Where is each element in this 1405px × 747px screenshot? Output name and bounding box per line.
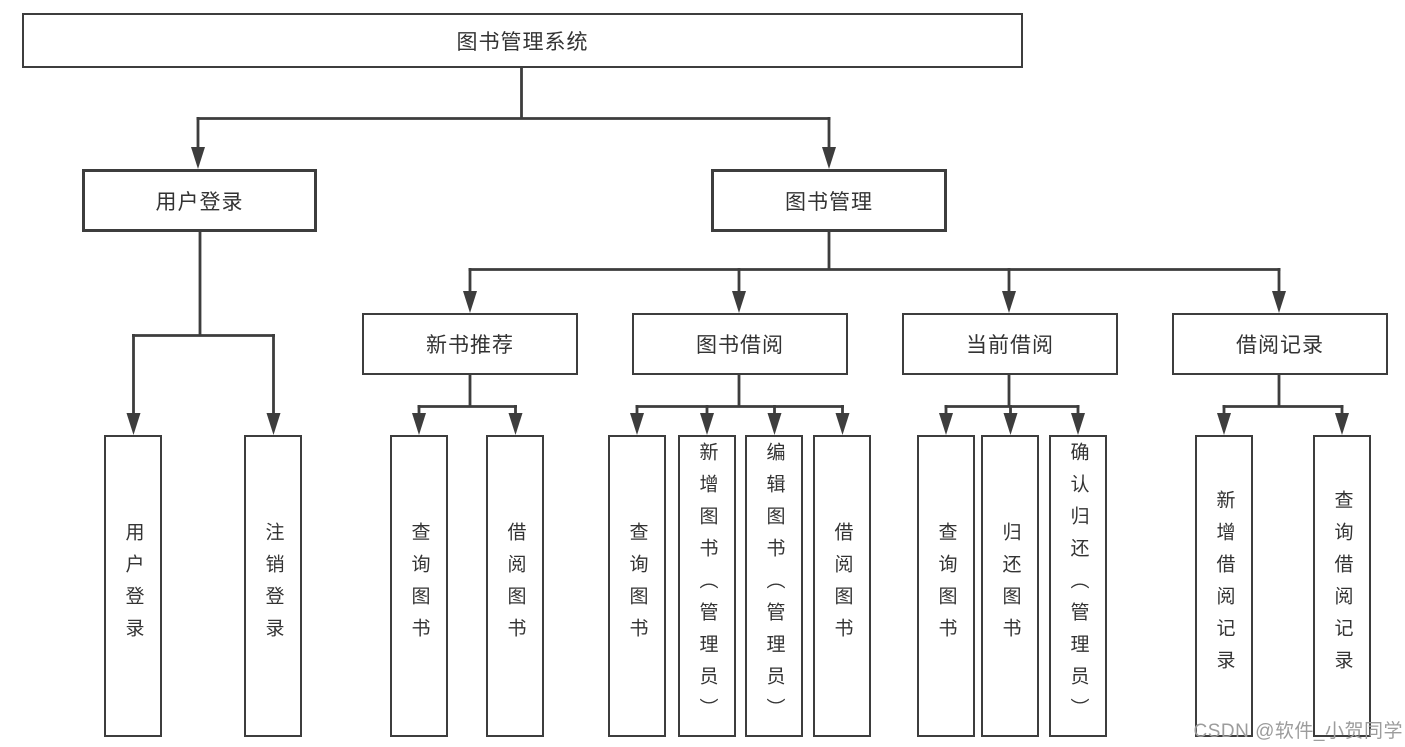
- leaf-return-books: 归还图书: [981, 435, 1039, 737]
- node-label: 用户登录: [122, 522, 144, 650]
- node-label: 归还图书: [999, 522, 1021, 650]
- leaf-borrow-books-recommend: 借阅图书: [486, 435, 544, 737]
- node-new-book-recommendation: 新书推荐: [362, 313, 578, 375]
- node-label: 新增图书（管理员）: [696, 442, 718, 730]
- leaf-user-login: 用户登录: [104, 435, 162, 737]
- node-label: 确认归还（管理员）: [1067, 442, 1089, 730]
- leaf-edit-books-admin: 编辑图书（管理员）: [745, 435, 803, 737]
- leaf-query-books-current: 查询图书: [917, 435, 975, 737]
- node-label: 查询图书: [408, 522, 430, 650]
- node-label: 新书推荐: [426, 334, 514, 357]
- leaf-logout: 注销登录: [244, 435, 302, 737]
- node-book-management: 图书管理: [711, 169, 947, 232]
- node-label: 用户登录: [155, 190, 244, 214]
- node-label: 借阅记录: [1236, 334, 1324, 357]
- node-book-borrowing: 图书借阅: [632, 313, 848, 375]
- node-label: 注销登录: [262, 522, 284, 650]
- node-label: 借阅图书: [504, 522, 526, 650]
- node-label: 查询图书: [935, 522, 957, 650]
- leaf-confirm-return-admin: 确认归还（管理员）: [1049, 435, 1107, 737]
- leaf-borrow-books: 借阅图书: [813, 435, 871, 737]
- leaf-query-books-recommend: 查询图书: [390, 435, 448, 737]
- node-current-borrowing: 当前借阅: [902, 313, 1118, 375]
- watermark: CSDN @软件_小贺同学: [1193, 721, 1403, 742]
- node-label: 查询借阅记录: [1331, 490, 1353, 682]
- node-label: 查询图书: [626, 522, 648, 650]
- tree-edges: [132, 66, 1344, 416]
- node-label: 图书借阅: [696, 334, 784, 357]
- leaf-query-books-borrowing: 查询图书: [608, 435, 666, 737]
- leaf-add-books-admin: 新增图书（管理员）: [678, 435, 736, 737]
- node-label: 当前借阅: [966, 334, 1054, 357]
- node-label: 图书管理: [785, 190, 873, 214]
- node-library-management-system: 图书管理系统: [22, 13, 1023, 68]
- arrowheads: [126, 147, 1349, 435]
- leaf-add-borrow-record: 新增借阅记录: [1195, 435, 1253, 737]
- node-label: 图书管理系统: [456, 30, 589, 54]
- node-user-login: 用户登录: [82, 169, 317, 232]
- node-label: 编辑图书（管理员）: [763, 442, 785, 730]
- node-label: 借阅图书: [831, 522, 853, 650]
- node-label: 新增借阅记录: [1213, 490, 1235, 682]
- node-borrowing-records: 借阅记录: [1172, 313, 1388, 375]
- leaf-query-borrow-record: 查询借阅记录: [1313, 435, 1371, 737]
